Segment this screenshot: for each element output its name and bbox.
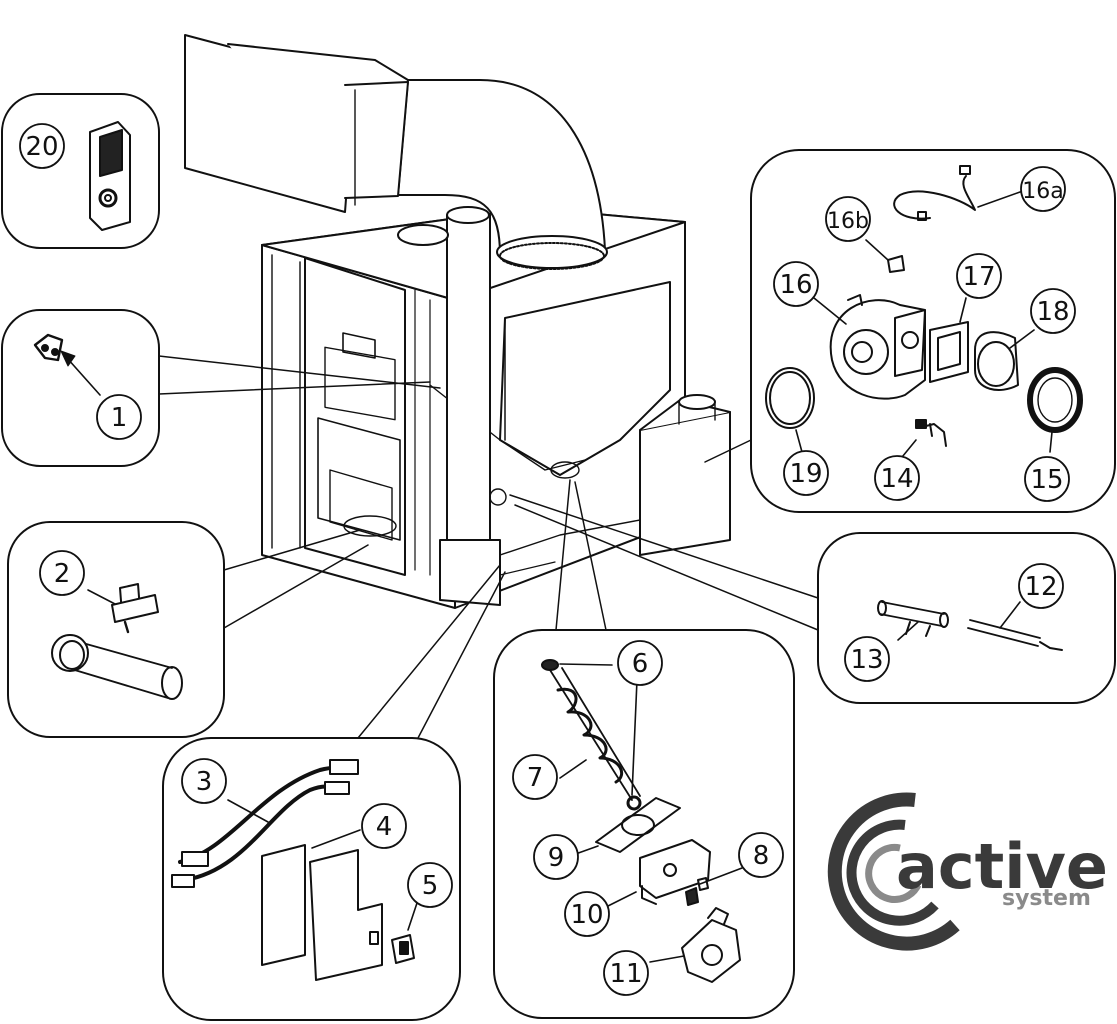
controller-panel-part (89, 121, 131, 231)
fan-flange-part (974, 331, 1019, 391)
callout-label-14: 14 (880, 464, 913, 494)
box-part-20 (1, 93, 160, 249)
callout-label-1: 1 (111, 403, 128, 433)
bushing-part (685, 877, 709, 906)
callout-label-2: 2 (54, 559, 71, 589)
logo-subtitle: system (1002, 886, 1091, 911)
callout-label-3: 3 (196, 767, 213, 797)
stove-body (184, 34, 731, 609)
callout-label-16a: 16a (1022, 179, 1063, 204)
callout-label-17: 17 (962, 262, 995, 292)
flange-seal-part (1027, 367, 1083, 433)
callout-6 (617, 640, 663, 686)
callout-19 (783, 450, 829, 496)
callout-14 (874, 455, 920, 501)
callout-label-6: 6 (632, 649, 649, 679)
callout-11 (603, 950, 649, 996)
cable-part (893, 165, 976, 221)
sensor-clip-part (33, 333, 64, 362)
gear-motor-part (681, 907, 741, 983)
callout-9 (533, 834, 579, 880)
callout-label-13: 13 (850, 645, 883, 675)
callout-label-11: 11 (609, 959, 642, 989)
gasket-plate-part (595, 797, 681, 853)
auger-part (541, 659, 642, 811)
callout-label-12: 12 (1024, 572, 1057, 602)
callout-label-9: 9 (548, 843, 565, 873)
callout-3 (181, 758, 227, 804)
callout-label-5: 5 (422, 871, 439, 901)
callout-18 (1030, 288, 1076, 334)
callout-12 (1018, 563, 1064, 609)
extractor-fan-part (829, 294, 926, 400)
callout-8 (738, 832, 784, 878)
callout-label-7: 7 (527, 763, 544, 793)
fan-gasket-part (929, 321, 969, 383)
igniter-part (111, 583, 159, 634)
callout-2 (39, 550, 85, 596)
brand-logo: active system (827, 792, 1108, 951)
callout-label-10: 10 (570, 900, 603, 930)
connector-lines (158, 355, 819, 739)
callout-15 (1024, 456, 1070, 502)
callout-10 (564, 891, 610, 937)
callout-16b (825, 196, 871, 242)
callout-label-4: 4 (376, 812, 393, 842)
box-parts-6-11 (493, 629, 795, 1019)
callout-16a (1020, 166, 1066, 212)
box-parts-2 (7, 521, 225, 738)
cartridge-heater-part (967, 619, 1063, 651)
box-parts-3-5 (162, 737, 461, 1021)
control-board-part (261, 844, 383, 981)
seal-ring-part (765, 367, 815, 429)
callout-label-16b: 16b (827, 209, 869, 234)
callout-7 (512, 754, 558, 800)
callout-label-19: 19 (789, 459, 822, 489)
callout-label-20: 20 (25, 132, 58, 162)
ignition-resistor-part (877, 600, 949, 637)
cable-harness-part (171, 759, 359, 888)
callout-label-15: 15 (1030, 465, 1063, 495)
relay-part (391, 934, 415, 964)
motor-bracket-part (639, 839, 711, 905)
logo-wordmark: active (896, 830, 1108, 903)
burner-tube-part (51, 634, 183, 700)
callout-16 (773, 261, 819, 307)
box-parts-12-13 (817, 532, 1116, 704)
callout-4 (361, 803, 407, 849)
callout-13 (844, 636, 890, 682)
callout-1 (96, 394, 142, 440)
callout-20 (19, 123, 65, 169)
pressure-switch-part (915, 419, 947, 447)
callout-label-18: 18 (1036, 297, 1069, 327)
callout-label-8: 8 (753, 841, 770, 871)
callout-label-16: 16 (779, 270, 812, 300)
callout-5 (407, 862, 453, 908)
cable-clip-part (887, 255, 905, 273)
box-parts-14-19 (750, 149, 1116, 513)
box-part-1 (1, 309, 160, 467)
callout-17 (956, 253, 1002, 299)
